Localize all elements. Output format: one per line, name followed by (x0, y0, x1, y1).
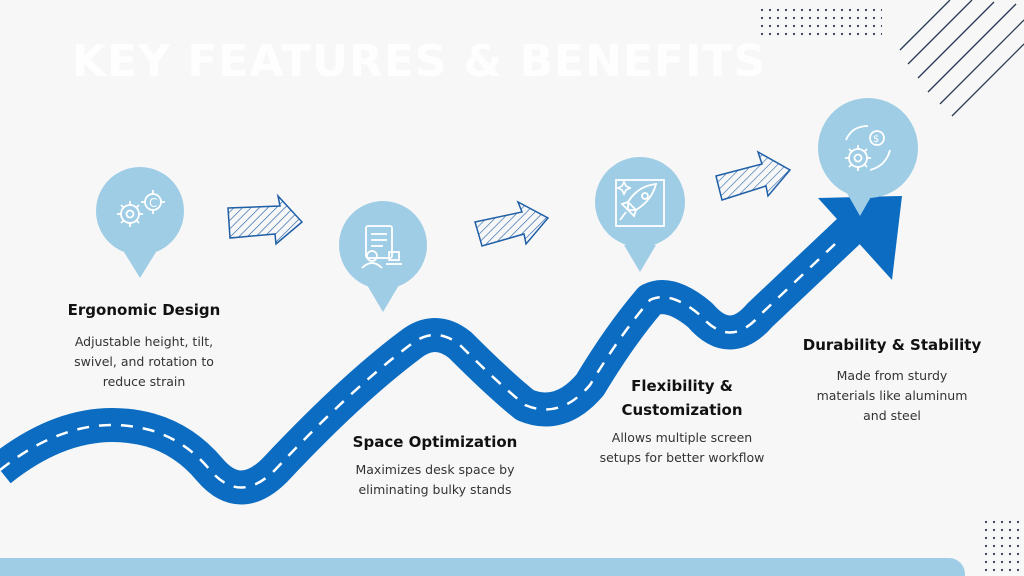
pin-durability: $ (818, 98, 918, 216)
feature-desc-line: Adjustable height, tilt, (74, 334, 214, 349)
feature-desc-line: Maximizes desk space by (355, 462, 515, 477)
diagonal-lines-decor (899, 0, 1024, 117)
dot-grid-bottom (980, 516, 1024, 576)
pin-flexibility (595, 157, 685, 272)
sketch-arrow-3 (715, 150, 792, 201)
svg-text:$: $ (873, 134, 879, 145)
pin-ergonomic: C (96, 167, 184, 278)
feature-desc-line: Made from sturdy (836, 368, 948, 383)
feature-desc-line: setups for better workflow (599, 450, 765, 465)
feature-title-flexibility: Flexibility & Customization (582, 374, 782, 422)
rocket-icon (615, 179, 665, 227)
feature-desc-space: Maximizes desk space by eliminating bulk… (330, 460, 540, 500)
bottom-bar (0, 558, 965, 576)
feature-title-ergonomic: Ergonomic Design (67, 301, 221, 319)
feature-desc-line: eliminating bulky stands (358, 482, 512, 497)
gears-icon: C (117, 190, 165, 227)
feature-title-space: Space Optimization (352, 433, 518, 451)
feature-title-line: Customization (621, 401, 743, 419)
feature-title-line: Flexibility & (631, 377, 733, 395)
feature-desc-ergonomic: Adjustable height, tilt, swivel, and rot… (40, 332, 248, 392)
pin-space (339, 201, 427, 312)
road-path (0, 196, 902, 505)
gear-dollar-icon: $ (845, 125, 891, 171)
feature-desc-flexibility: Allows multiple screen setups for better… (576, 428, 788, 468)
feature-desc-line: Allows multiple screen (611, 430, 753, 445)
feature-desc-durability: Made from sturdy materials like aluminum… (796, 366, 988, 426)
page-title: KEY FEATURES & BENEFITS (72, 36, 767, 87)
road-arrowhead (818, 196, 902, 280)
sketch-arrow-2 (474, 200, 550, 247)
feature-desc-line: reduce strain (102, 374, 186, 389)
sketch-arrow-1 (227, 193, 304, 246)
document-stamp-icon (361, 225, 402, 269)
feature-desc-line: materials like aluminum (816, 388, 968, 403)
feature-desc-line: swivel, and rotation to (74, 354, 214, 369)
dot-grid-top (758, 4, 882, 38)
feature-desc-line: and steel (863, 408, 921, 423)
feature-title-durability: Durability & Stability (802, 336, 982, 354)
svg-text:C: C (149, 196, 157, 210)
